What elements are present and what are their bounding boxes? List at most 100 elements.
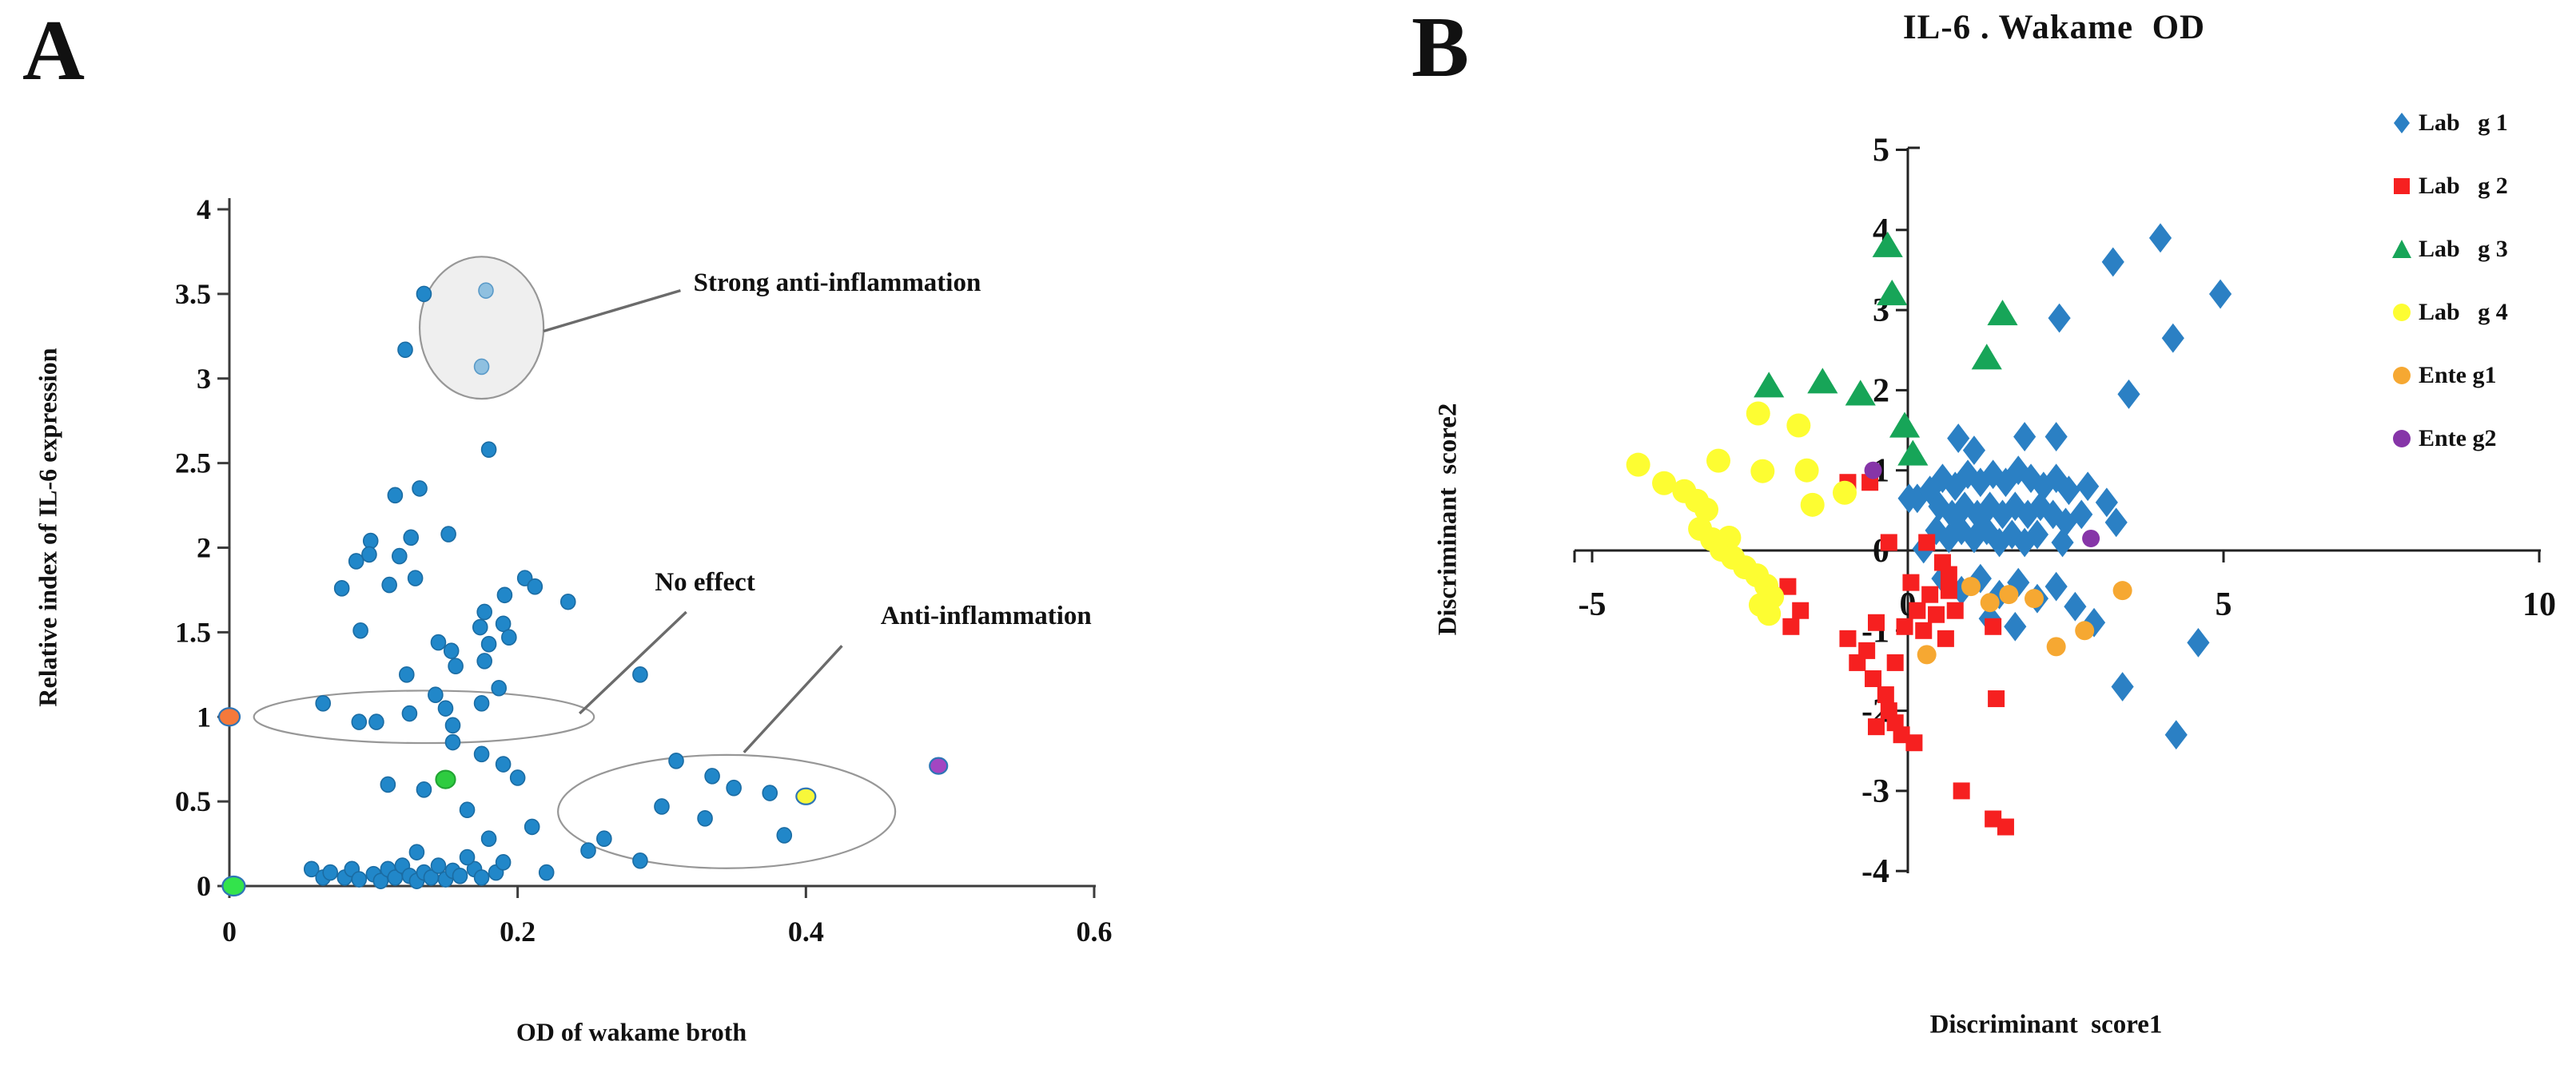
scatter-point-wakame-broth-samples [352, 622, 368, 639]
scatter-point-wakame-broth-samples [408, 844, 425, 860]
panel-a-y-tick-label: 0 [197, 870, 211, 902]
scatter-point-Lab-g-2 [1953, 782, 1970, 800]
scatter-point-Ente-g2 [1864, 461, 1882, 479]
scatter-point-wakame-broth-samples [459, 801, 476, 819]
panel-b-title: IL-6 . Wakame OD [1902, 9, 2206, 46]
scatter-point-wakame-broth-samples [368, 713, 384, 730]
scatter-point-wakame-broth-samples [697, 810, 713, 827]
scatter-point-wakame-broth-samples [444, 717, 461, 734]
panel-b-x-axis-title: Discriminant score1 [1929, 1010, 2163, 1039]
scatter-point-wakame-broth-samples [387, 487, 404, 504]
panel-b-y-axis-title: Discriminant score2 [1433, 403, 1463, 636]
annotation-label: No effect [655, 568, 755, 597]
annotation-label: Strong anti-inflammation [694, 268, 981, 297]
legend-label: Lab g 1 [2419, 109, 2508, 136]
circle-legend-icon [2393, 430, 2411, 447]
scatter-point-Lab-g-4 [1652, 471, 1677, 495]
scatter-point-Lab-g-3 [1754, 372, 1785, 398]
scatter-point-wakame-broth-samples [476, 653, 492, 670]
scatter-point-wakame-broth-samples [452, 867, 468, 884]
scatter-point-Lab-g-2 [1868, 718, 1885, 736]
scatter-point-yellow-point [795, 787, 817, 805]
circle-legend-icon [2393, 367, 2411, 384]
scatter-point-Lab-g-1 [2111, 672, 2134, 701]
annotation-leader-line [579, 610, 687, 715]
scatter-point-Lab-g-2 [1902, 574, 1920, 591]
panel-a-y-tick-label: 2 [197, 532, 211, 564]
scatter-point-Lab-g-1 [2208, 279, 2232, 309]
diamond-legend-icon [2394, 113, 2410, 133]
panel-b-label: B [1411, 0, 1470, 95]
scatter-point-wakame-broth-samples [351, 713, 368, 730]
scatter-point-Lab-g-4 [1833, 480, 1857, 505]
panel-a-x-tick-label: 0.4 [788, 916, 824, 948]
legend-item-ente-g2: Ente g2 [2388, 424, 2508, 453]
legend-label: Ente g2 [2419, 425, 2497, 451]
scatter-point-wakame-broth-samples [399, 666, 415, 683]
scatter-point-wakame-broth-samples [654, 798, 670, 815]
scatter-point-wakame-broth-samples [495, 756, 512, 773]
scatter-point-wakame-broth-samples [480, 830, 497, 848]
scatter-point-Lab-g-1 [2076, 471, 2100, 502]
scatter-point-wakame-broth-samples [496, 586, 513, 604]
circle-legend-marker [2393, 367, 2411, 384]
scatter-point-Lab-g-1 [2057, 475, 2080, 506]
scatter-point-Lab-g-2 [1893, 726, 1910, 744]
scatter-point-wakame-broth-samples [315, 695, 332, 712]
scatter-point-wakame-broth-samples [501, 629, 517, 646]
legend-item-lab-g-3: Lab g 3 [2388, 235, 2508, 264]
scatter-point-Lab-g-1 [2148, 223, 2172, 253]
scatter-point-wakame-broth-samples [473, 745, 490, 763]
scatter-point-wakame-broth-samples [391, 547, 408, 565]
scatter-point-Lab-g-3 [1987, 300, 2018, 326]
scatter-point-Lab-g-2 [1946, 602, 1964, 619]
scatter-point-Lab-g-1 [2095, 487, 2118, 518]
scatter-point-wakame-broth-samples [380, 776, 396, 793]
scatter-point-Lab-g-4 [1786, 413, 1811, 438]
legend-item-lab-g-4: Lab g 4 [2388, 298, 2508, 327]
scatter-point-wakame-broth-samples [495, 854, 512, 871]
scatter-point-Ente-g1 [2046, 637, 2066, 657]
panel-a-y-tick-label: 2.5 [175, 447, 211, 479]
scatter-point-Lab-g-2 [1918, 534, 1936, 551]
triangle-legend-icon [2392, 240, 2411, 258]
scatter-point-wakame-broth-samples [509, 769, 526, 786]
scatter-point-wakame-broth-samples [416, 781, 432, 798]
legend-label: Lab g 2 [2419, 173, 2508, 199]
panel-b-x-tick-label: 5 [2216, 586, 2232, 623]
scatter-point-wakame-broth-samples [440, 526, 456, 542]
panel-b-y-tick-label: 5 [1873, 133, 1889, 169]
scatter-point-wakame-broth-samples [762, 785, 778, 801]
diamond-legend-marker [2394, 113, 2410, 133]
panel-b-x-tick-label: -5 [1579, 586, 1607, 623]
circle-legend-marker [2393, 430, 2411, 447]
scatter-point-Lab-g-3 [1971, 344, 2002, 370]
scatter-point-Lab-g-2 [1928, 606, 1945, 623]
scatter-point-Lab-g-4 [1694, 497, 1718, 522]
scatter-point-Ente-g1 [1999, 585, 2019, 605]
scatter-point-green-mid-point [435, 769, 456, 789]
scatter-point-Lab-g-1 [2104, 507, 2128, 538]
scatter-point-wakame-broth-samples [491, 679, 508, 697]
annotation-ellipse [253, 689, 595, 745]
scatter-point-wakame-broth-samples [559, 593, 576, 610]
scatter-point-wakame-broth-samples [361, 546, 377, 563]
legend-label: Lab g 4 [2419, 299, 2508, 325]
scatter-point-Lab-g-2 [1877, 686, 1894, 704]
scatter-point-wakame-broth-samples [632, 852, 648, 869]
panel-b-x-tick-label: 10 [2522, 586, 2556, 623]
panel-a-y-tick-label: 1 [197, 701, 211, 733]
scatter-point-wakame-broth-samples [381, 576, 397, 594]
scatter-point-wakame-broth-samples [473, 869, 490, 886]
scatter-point-Lab-g-4 [1800, 492, 1825, 517]
legend-item-lab-g-1: Lab g 1 [2388, 109, 2508, 137]
panel-a-x-tick-label: 0.2 [500, 916, 536, 948]
scatter-point-wakame-broth-samples [448, 658, 464, 675]
scatter-point-Lab-g-3 [1877, 280, 1908, 306]
scatter-point-wakame-broth-samples [704, 768, 720, 785]
scatter-point-wakame-broth-samples [351, 871, 368, 888]
panel-a-x-tick-label: 0 [222, 916, 237, 948]
panel-a-x-axis-title: OD of wakame broth [516, 1017, 747, 1047]
scatter-point-Lab-g-1 [2164, 720, 2188, 750]
